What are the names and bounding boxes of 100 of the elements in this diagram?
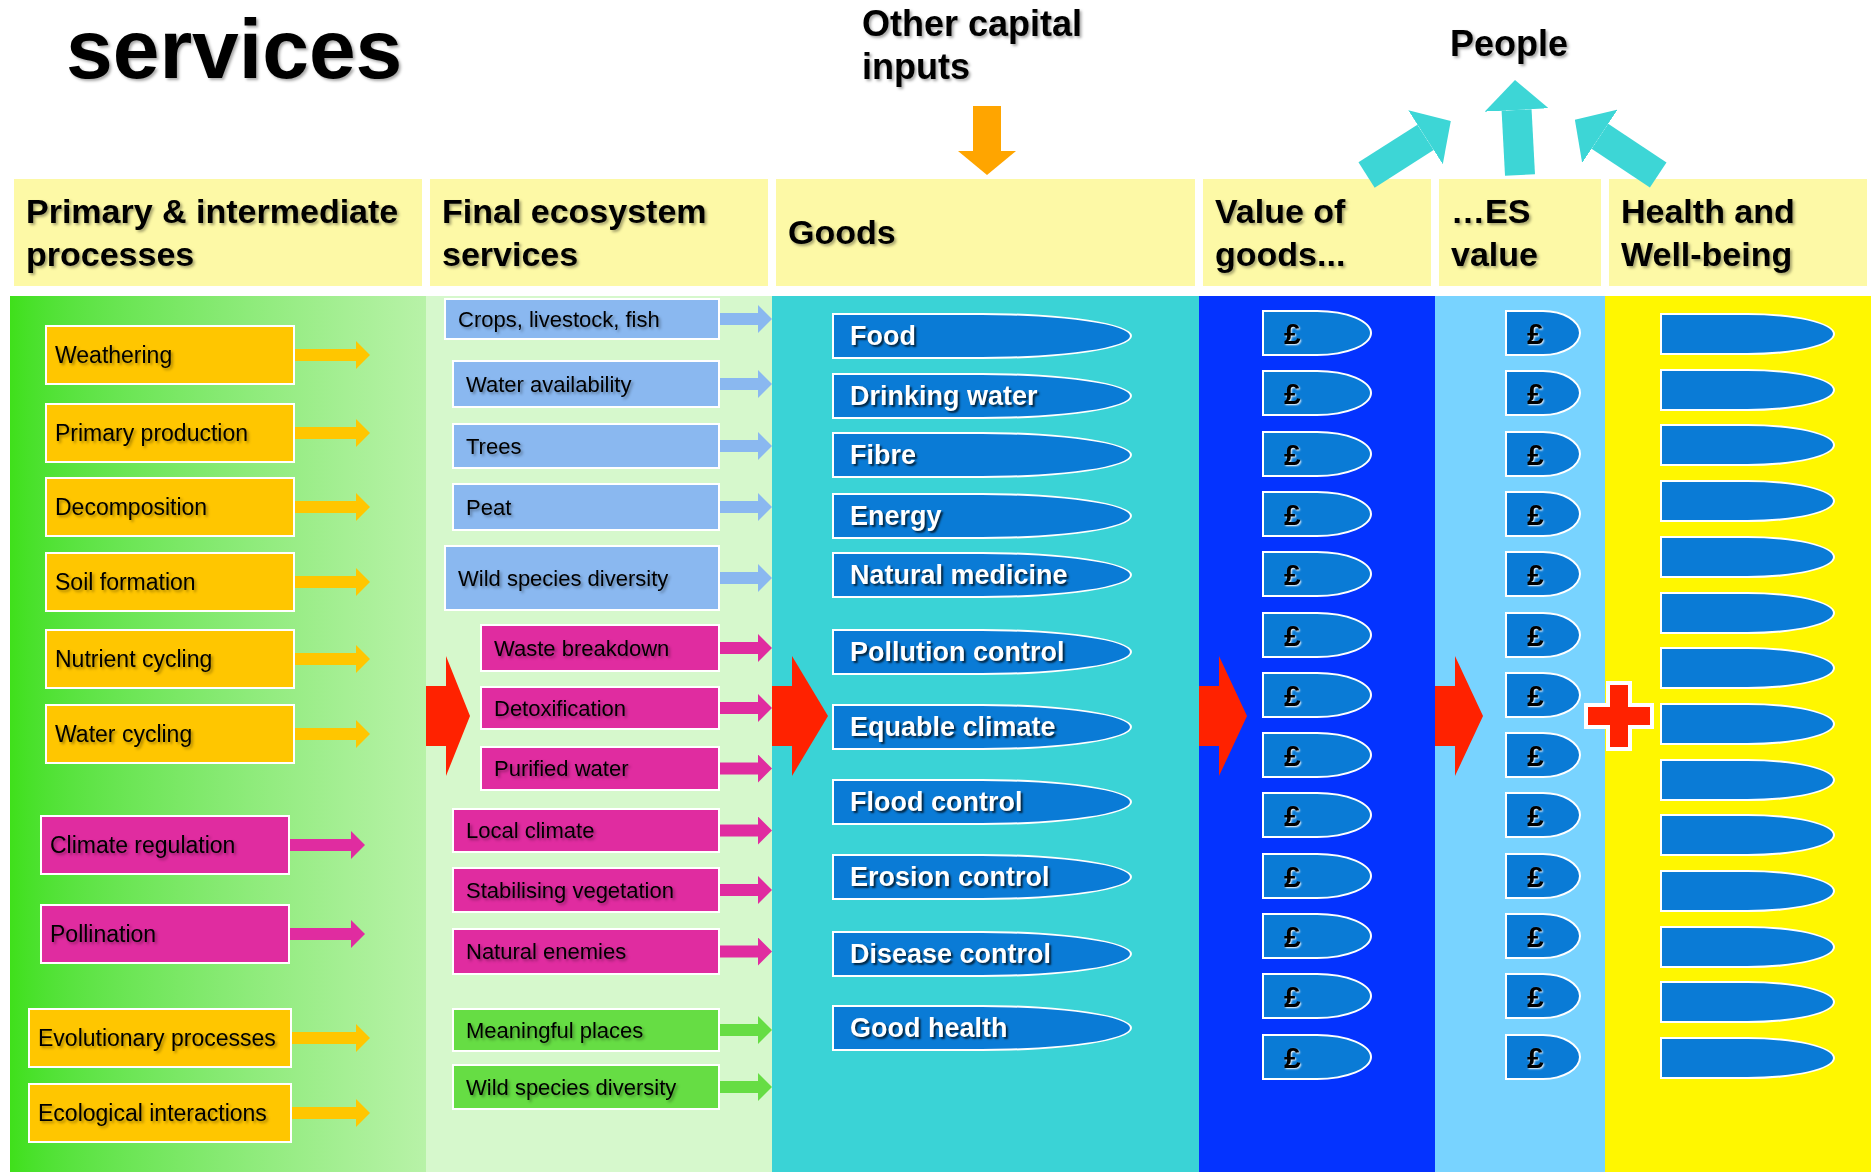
arrow: [720, 937, 772, 966]
value-tag: £: [1505, 310, 1581, 356]
goods-tag: Fibre: [832, 432, 1132, 478]
value-tag: £: [1505, 370, 1581, 416]
process-box: Soil formation: [45, 552, 295, 612]
wellbeing-bar: [1660, 814, 1835, 856]
goods-tag: Flood control: [832, 779, 1132, 825]
goods-tag: Drinking water: [832, 373, 1132, 419]
heading-label: Other capital inputs: [862, 2, 1112, 102]
process-box: Water cycling: [45, 704, 295, 764]
wellbeing-bar: [1660, 926, 1835, 968]
arrow: [295, 645, 370, 673]
process-box: Primary production: [45, 403, 295, 463]
wellbeing-bar: [1660, 981, 1835, 1023]
wellbeing-bar: [1660, 369, 1835, 411]
arrow: [1574, 109, 1667, 188]
process-box: Detoxification: [480, 686, 720, 730]
value-tag: £: [1262, 370, 1372, 416]
value-tag: £: [1262, 612, 1372, 658]
value-tag: £: [1505, 913, 1581, 959]
arrow: [295, 720, 370, 748]
arrow: [720, 493, 772, 521]
arrow: [295, 493, 370, 521]
arrow: [295, 341, 370, 369]
value-tag: £: [1262, 973, 1372, 1019]
process-box: Decomposition: [45, 477, 295, 537]
value-tag: £: [1262, 1034, 1372, 1080]
value-tag: £: [1505, 672, 1581, 718]
value-tag: £: [1262, 792, 1372, 838]
arrow: [290, 831, 365, 859]
process-box: Waste breakdown: [480, 624, 720, 672]
wellbeing-bar: [1660, 536, 1835, 578]
column-header: Final ecosystem services: [430, 179, 768, 286]
column-header: …ES value: [1439, 179, 1601, 286]
arrow: [1435, 656, 1483, 776]
value-tag: £: [1505, 491, 1581, 537]
wellbeing-bar: [1660, 480, 1835, 522]
arrow: [1358, 110, 1451, 188]
value-tag: £: [1262, 551, 1372, 597]
arrow: [720, 694, 772, 722]
wellbeing-bar: [1660, 870, 1835, 912]
arrow: [295, 419, 370, 447]
column-band: [772, 179, 1199, 1172]
column-header: Primary & intermediate processes: [14, 179, 422, 286]
value-tag: £: [1505, 732, 1581, 778]
arrow: [292, 1024, 370, 1052]
wellbeing-bar: [1660, 759, 1835, 801]
process-box: Evolutionary processes: [28, 1008, 292, 1068]
process-box: Crops, livestock, fish: [444, 298, 720, 340]
heading-label: People: [1450, 22, 1580, 74]
arrow: [720, 876, 772, 904]
arrow: [720, 816, 772, 845]
process-box: Weathering: [45, 325, 295, 385]
column-band: [1605, 179, 1871, 1172]
column-header: Health and Well-being: [1609, 179, 1867, 286]
goods-tag: Energy: [832, 493, 1132, 539]
goods-tag: Food: [832, 313, 1132, 359]
arrow: [295, 568, 370, 596]
arrow: [292, 1099, 370, 1127]
process-box: Local climate: [452, 808, 720, 853]
arrow: [958, 106, 1016, 175]
arrow: [720, 634, 772, 662]
goods-tag: Disease control: [832, 931, 1132, 977]
process-box: Stabilising vegetation: [452, 867, 720, 913]
arrow: [1199, 656, 1247, 776]
column-band: [1199, 179, 1435, 1172]
goods-tag: Erosion control: [832, 854, 1132, 900]
value-tag: £: [1262, 672, 1372, 718]
column-band: [10, 179, 426, 1172]
process-box: Nutrient cycling: [45, 629, 295, 689]
value-tag: £: [1262, 310, 1372, 356]
process-box: Pollination: [40, 904, 290, 964]
process-box: Peat: [452, 483, 720, 531]
process-box: Purified water: [480, 746, 720, 791]
process-box: Climate regulation: [40, 815, 290, 875]
column-header: Value of goods...: [1203, 179, 1431, 286]
goods-tag: Pollution control: [832, 629, 1132, 675]
wellbeing-bar: [1660, 647, 1835, 689]
arrow: [772, 656, 828, 776]
wellbeing-bar: [1660, 313, 1835, 355]
value-tag: £: [1262, 431, 1372, 477]
value-tag: £: [1262, 732, 1372, 778]
wellbeing-bar: [1660, 1037, 1835, 1079]
wellbeing-bar: [1660, 424, 1835, 466]
arrow: [720, 305, 772, 333]
value-tag: £: [1505, 973, 1581, 1019]
arrow: [720, 754, 772, 783]
process-box: Meaningful places: [452, 1008, 720, 1052]
process-box: Natural enemies: [452, 928, 720, 975]
goods-tag: Equable climate: [832, 704, 1132, 750]
arrow: [720, 1016, 772, 1044]
arrow: [426, 656, 470, 776]
page-title: services: [66, 1, 403, 98]
column-header: Goods: [776, 179, 1195, 286]
value-tag: £: [1505, 853, 1581, 899]
arrow: [720, 564, 772, 592]
column-band: [1435, 179, 1605, 1172]
arrow: [720, 370, 772, 398]
value-tag: £: [1505, 431, 1581, 477]
wellbeing-bar: [1660, 592, 1835, 634]
